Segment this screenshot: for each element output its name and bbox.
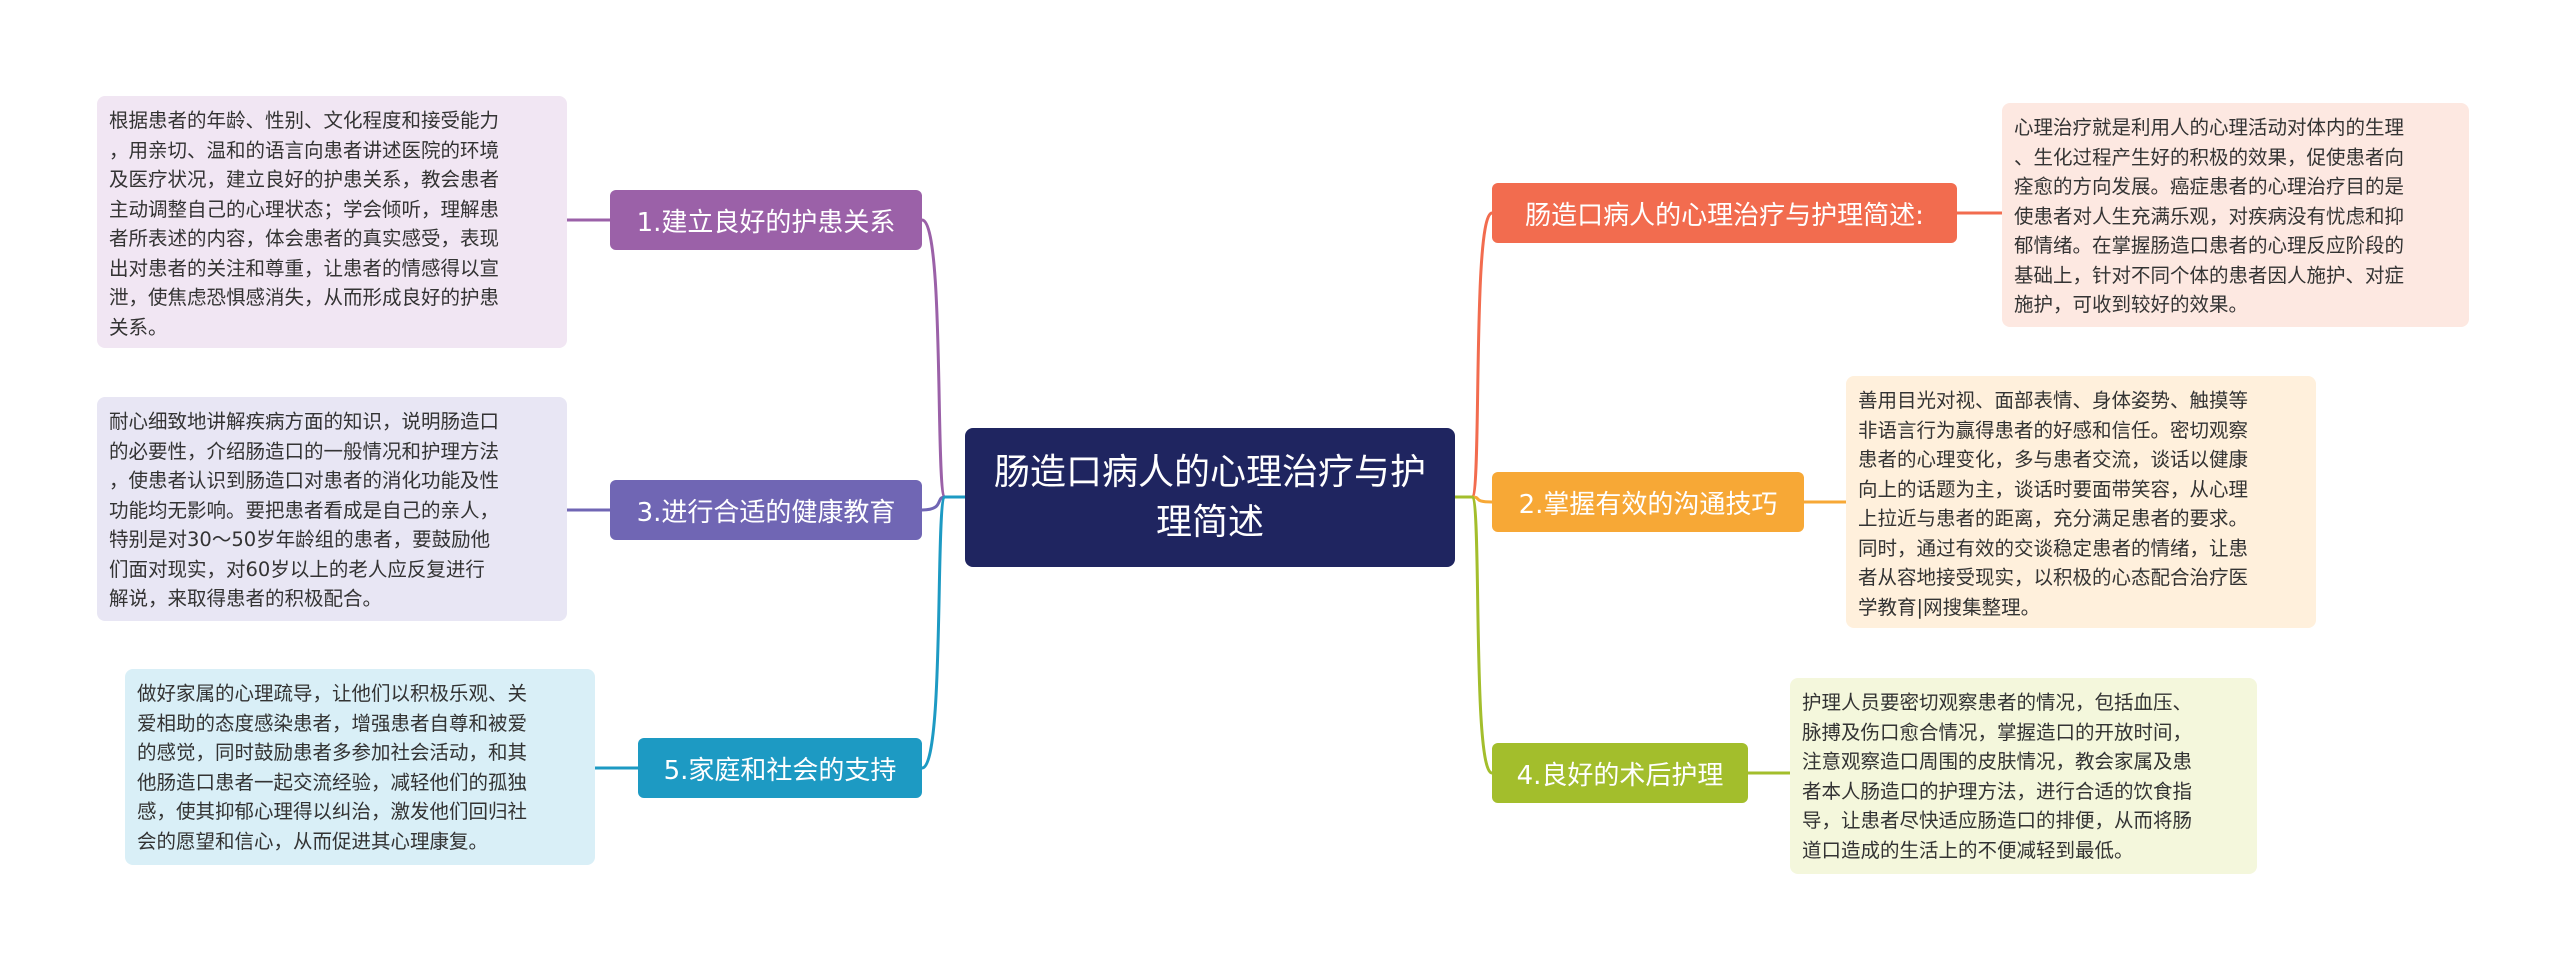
note-line: 基础上，针对不同个体的患者因人施护、对症 — [2014, 263, 2405, 287]
note-line: 泄，使焦虑恐惧感消失，从而形成良好的护患 — [109, 286, 500, 309]
note-communication-skills[interactable]: 善用目光对视、面部表情、身体姿势、触摸等 非语言行为赢得患者的好感和信任。密切观… — [1846, 376, 2316, 628]
note-health-education[interactable]: 耐心细致地讲解疾病方面的知识，说明肠造口 的必要性，介绍肠造口的一般情况和护理方… — [97, 397, 567, 621]
note-line: 们面对现实，对60岁以上的老人应反复进行 — [109, 557, 485, 581]
note-postoperative-care[interactable]: 护理人员要密切观察患者的情况，包括血压、 脉搏及伤口愈合情况，掌握造口的开放时间… — [1790, 678, 2257, 874]
note-line: 导，让患者尽快适应肠造口的排便，从而将肠 — [1802, 809, 2193, 832]
note-line: 的必要性，介绍肠造口的一般情况和护理方法 — [109, 439, 500, 463]
note-line: 使患者对人生充满乐观，对疾病没有忧虑和抑 — [2014, 204, 2405, 228]
note-line: 及医疗状况，建立良好的护患关系，教会患者 — [109, 168, 500, 191]
branch-communication-skills[interactable]: 2.掌握有效的沟通技巧 — [1492, 472, 1804, 532]
link-center-care — [1455, 495, 1494, 775]
note-line: 功能均无影响。要把患者看成是自己的亲人， — [109, 498, 500, 522]
link-center-summary — [1455, 211, 1494, 499]
note-line: ，使患者认识到肠造口对患者的消化功能及性 — [109, 469, 500, 492]
note-line: 痊愈的方向发展。癌症患者的心理治疗目的是 — [2014, 175, 2405, 198]
note-line: 脉搏及伤口愈合情况，掌握造口的开放时间， — [1802, 720, 2193, 744]
central-topic[interactable]: 肠造口病人的心理治疗与护理简述 — [965, 428, 1455, 567]
branch-health-education[interactable]: 3.进行合适的健康教育 — [610, 480, 922, 540]
note-overview[interactable]: 心理治疗就是利用人的心理活动对体内的生理 、生化过程产生好的积极的效果，促使患者… — [2002, 103, 2469, 327]
note-family-social-support[interactable]: 做好家属的心理疏导，让他们以积极乐观、关 爱相助的态度感染患者，增强患者自尊和被… — [125, 669, 595, 865]
note-line: ，用亲切、温和的语言向患者讲述医院的环境 — [109, 138, 500, 162]
note-line: 郁情绪。在掌握肠造口患者的心理反应阶段的 — [2014, 234, 2405, 257]
branch-overview[interactable]: 肠造口病人的心理治疗与护理简述: — [1492, 183, 1957, 243]
branch-family-social-support[interactable]: 5.家庭和社会的支持 — [638, 738, 922, 798]
note-line: 特别是对30～50岁年龄组的患者，要鼓励他 — [109, 528, 491, 551]
note-line: 上拉近与患者的距离，充分满足患者的要求。 — [1858, 507, 2249, 530]
note-line: 主动调整自己的心理状态；学会倾听，理解患 — [109, 197, 500, 221]
note-nurse-patient-relationship[interactable]: 根据患者的年龄、性别、文化程度和接受能力 ，用亲切、温和的语言向患者讲述医院的环… — [97, 96, 567, 348]
note-line: 爱相助的态度感染患者，增强患者自尊和被爱 — [137, 711, 528, 735]
note-line: 道口造成的生活上的不便减轻到最低。 — [1802, 838, 2134, 862]
note-line: 做好家属的心理疏导，让他们以积极乐观、关 — [137, 682, 528, 705]
note-line: 者从容地接受现实，以积极的心态配合治疗医 — [1858, 566, 2249, 589]
note-line: 向上的话题为主，谈话时要面带笑容，从心理 — [1858, 477, 2249, 501]
note-line: 根据患者的年龄、性别、文化程度和接受能力 — [109, 109, 500, 132]
branch-postoperative-care[interactable]: 4.良好的术后护理 — [1492, 743, 1748, 803]
note-line: 会的愿望和信心，从而促进其心理康复。 — [137, 829, 489, 853]
note-line: 心理治疗就是利用人的心理活动对体内的生理 — [2014, 116, 2405, 139]
note-line: 他肠造口患者一起交流经验，减轻他们的孤独 — [137, 770, 528, 794]
note-line: 施护，可收到较好的效果。 — [2014, 293, 2249, 316]
note-line: 善用目光对视、面部表情、身体姿势、触摸等 — [1858, 389, 2249, 412]
link-center-social — [921, 495, 965, 770]
note-line: 注意观察造口周围的皮肤情况，教会家属及患 — [1802, 750, 2193, 773]
note-line: 非语言行为赢得患者的好感和信任。密切观察 — [1858, 418, 2249, 442]
note-line: 解说，来取得患者的积极配合。 — [109, 587, 383, 610]
note-line: 耐心细致地讲解疾病方面的知识，说明肠造口 — [109, 410, 500, 433]
branch-nurse-patient-relationship[interactable]: 1.建立良好的护患关系 — [610, 190, 922, 250]
note-line: 关系。 — [109, 315, 168, 339]
note-line: 出对患者的关注和尊重，让患者的情感得以宣 — [109, 256, 500, 280]
note-line: 者所表述的内容，体会患者的真实感受，表现 — [109, 227, 500, 250]
note-line: 学教育|网搜集整理。 — [1858, 595, 2041, 619]
note-line: 、生化过程产生好的积极的效果，促使患者向 — [2014, 145, 2405, 169]
note-line: 患者的心理变化，多与患者交流，谈话以健康 — [1858, 448, 2249, 471]
note-line: 护理人员要密切观察患者的情况，包括血压、 — [1802, 691, 2193, 714]
note-line: 的感觉，同时鼓励患者多参加社会活动，和其 — [137, 741, 528, 764]
note-line: 同时，通过有效的交谈稳定患者的情绪，让患 — [1858, 536, 2249, 560]
note-line: 者本人肠造口的护理方法，进行合适的饮食指 — [1802, 779, 2193, 803]
note-line: 感，使其抑郁心理得以纠治，激发他们回归社 — [137, 800, 528, 823]
link-center-bond — [921, 218, 965, 499]
